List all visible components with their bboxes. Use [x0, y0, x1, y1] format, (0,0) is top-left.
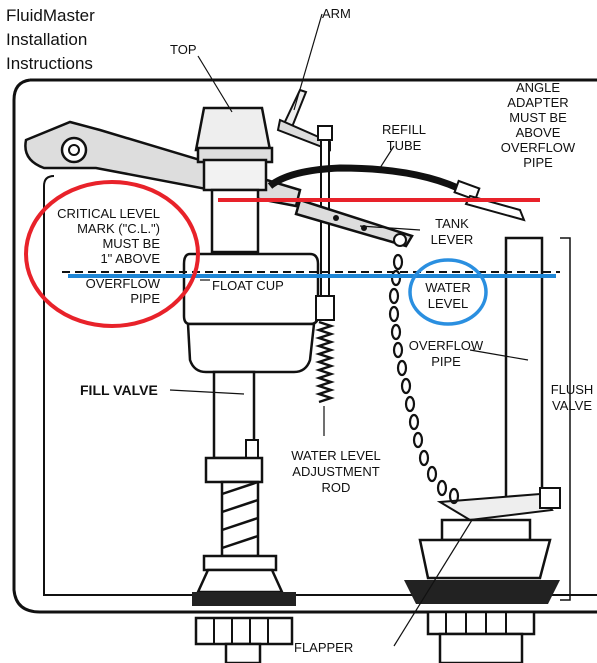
- title-line-1: FluidMaster: [6, 6, 95, 25]
- label-angle-adapter-6: PIPE: [523, 155, 553, 170]
- label-critical-level-5: OVERFLOW: [86, 276, 161, 291]
- label-flapper: FLAPPER: [294, 640, 353, 655]
- leader-top: [197, 55, 233, 113]
- flapper-chain: [388, 253, 460, 505]
- label-flush-valve-1: FLUSH: [551, 382, 594, 397]
- label-angle-adapter-2: ADAPTER: [507, 95, 568, 110]
- label-angle-adapter-5: OVERFLOW: [501, 140, 576, 155]
- label-flush-valve-2: VALVE: [552, 398, 592, 413]
- label-tank-lever-2: LEVER: [431, 232, 474, 247]
- leader-tank-lever: [359, 225, 421, 231]
- label-overflow-pipe-2: PIPE: [431, 354, 461, 369]
- label-angle-adapter-1: ANGLE: [516, 80, 560, 95]
- label-tank-lever-1: TANK: [435, 216, 469, 231]
- label-critical-level-1: CRITICAL LEVEL: [57, 206, 160, 221]
- label-critical-level-2: MARK ("C.L."): [77, 221, 160, 236]
- leader-flapper: [393, 519, 473, 647]
- leader-fill-valve: [169, 389, 245, 395]
- label-fill-valve: FILL VALVE: [80, 382, 158, 398]
- water-level-circle: [408, 258, 488, 326]
- label-rod-2: ADJUSTMENT: [292, 464, 379, 479]
- label-angle-adapter-4: ABOVE: [516, 125, 561, 140]
- label-water-level-2: LEVEL: [428, 296, 468, 311]
- critical-level-circle: [24, 180, 200, 328]
- title-line-2: Installation: [6, 30, 87, 49]
- leader-arm: [293, 13, 323, 111]
- label-top: TOP: [170, 42, 197, 57]
- refill-tube: [267, 164, 468, 196]
- label-arm: ARM: [322, 6, 351, 21]
- tank-lever: [294, 198, 414, 248]
- label-float-cup: FLOAT CUP: [212, 278, 284, 293]
- label-refill-tube-1: REFILL: [382, 122, 426, 137]
- label-rod-3: ROD: [322, 480, 351, 495]
- title-line-3: Instructions: [6, 54, 93, 73]
- label-water-level-1: WATER: [425, 280, 471, 295]
- label-angle-adapter-3: MUST BE: [509, 110, 567, 125]
- label-rod-1: WATER LEVEL: [291, 448, 381, 463]
- flush-valve: [404, 487, 561, 663]
- refill-tube-clip: [453, 179, 481, 202]
- label-critical-level-6: PIPE: [130, 291, 160, 306]
- leader-overflow-pipe: [469, 349, 529, 361]
- label-refill-tube-2: TUBE: [387, 138, 422, 153]
- label-overflow-pipe-1: OVERFLOW: [409, 338, 484, 353]
- leader-refill-tube: [379, 145, 395, 169]
- flush-valve-bracket: [560, 237, 571, 601]
- label-critical-level-4: 1" ABOVE: [100, 251, 160, 266]
- label-critical-level-3: MUST BE: [102, 236, 160, 251]
- fill-valve: [182, 106, 320, 663]
